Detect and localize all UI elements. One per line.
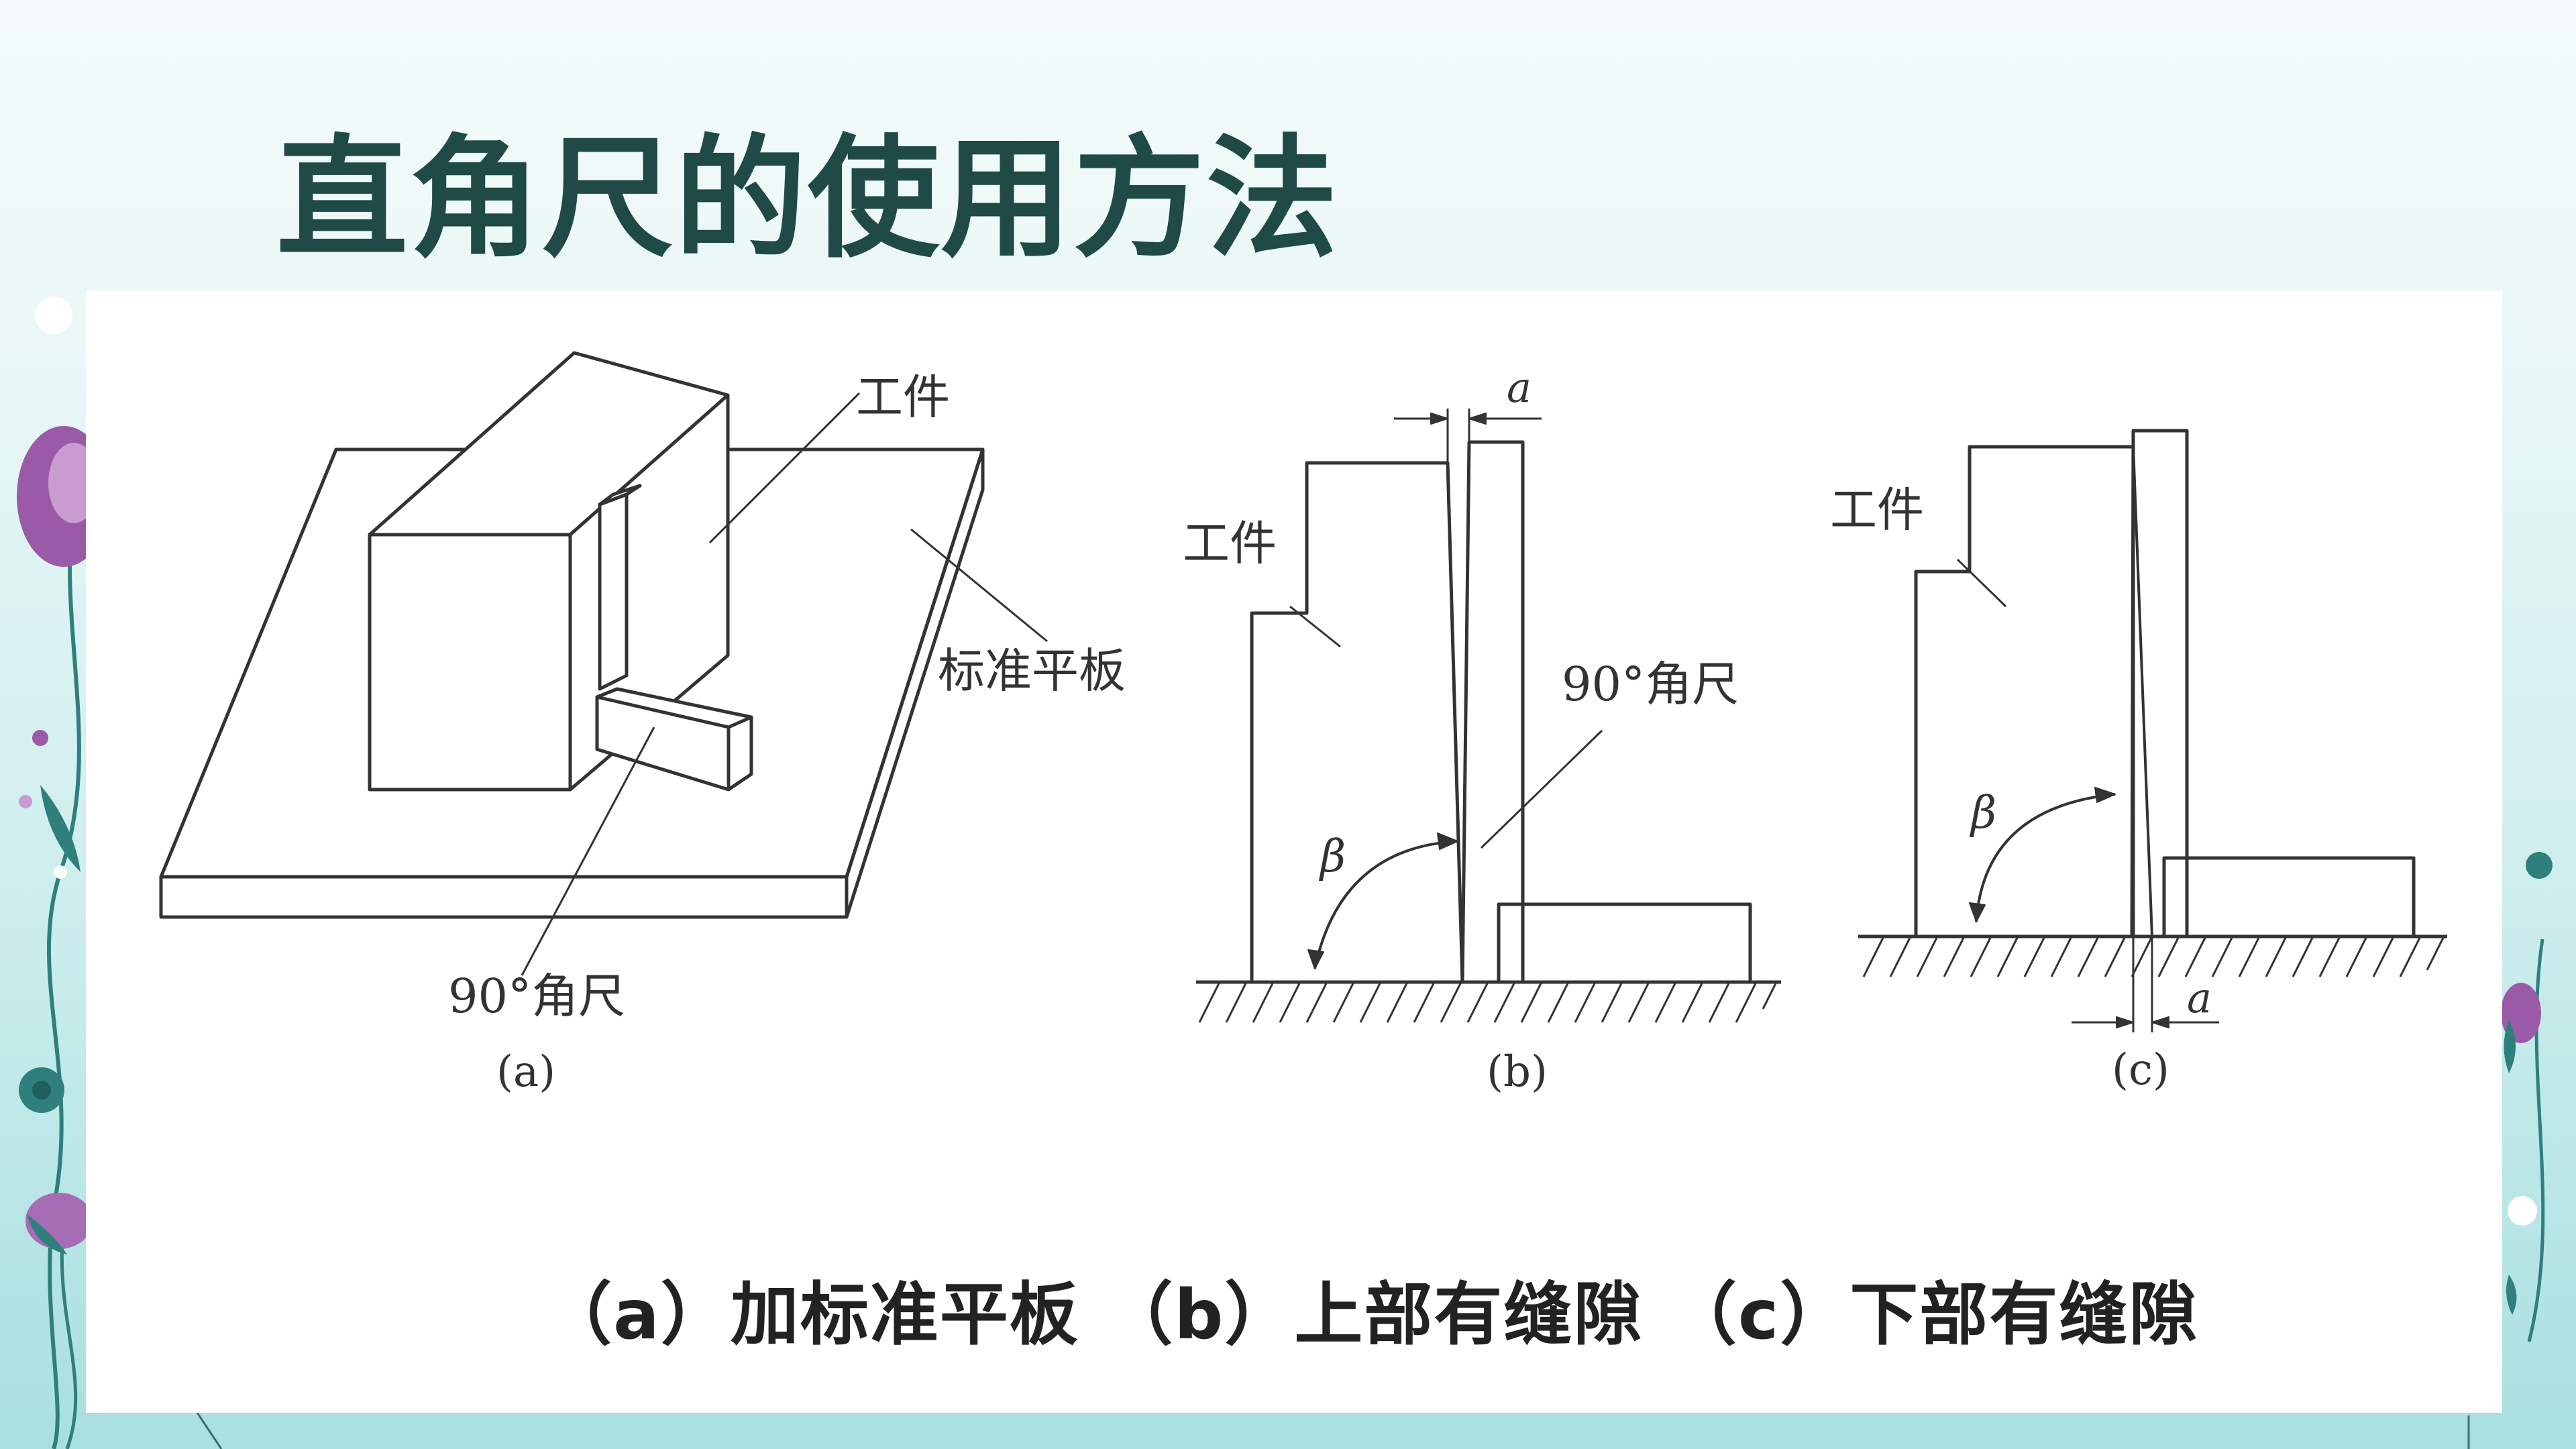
figure-b — [1196, 409, 1781, 1023]
square-base-b — [1497, 902, 1752, 984]
label-square-b: 90°角尺 — [1562, 657, 1739, 712]
figure-caption: （a）加标准平板 （b）上部有缝隙 （c）下部有缝隙 — [543, 1275, 2199, 1355]
workpiece-profile-b — [1250, 461, 1464, 983]
label-workpiece-a: 工件 — [856, 370, 950, 425]
ground-hatch-c — [1862, 936, 2445, 977]
figure-c — [1858, 429, 2447, 1032]
ground-hatch-b — [1198, 981, 1778, 1023]
panel-label-a: (a) — [496, 1047, 555, 1097]
panel-label-b: (b) — [1487, 1047, 1548, 1097]
label-surface-plate: 标准平板 — [938, 643, 1126, 698]
workpiece-profile-c — [1914, 445, 2135, 936]
label-gap-a-c: a — [2187, 973, 2212, 1022]
square-blade-b — [1460, 440, 1525, 984]
label-workpiece-c: 工件 — [1830, 482, 1924, 537]
label-workpiece-b: 工件 — [1183, 516, 1277, 571]
square-blade-c — [2130, 429, 2189, 938]
square-base-c — [2162, 856, 2416, 938]
label-gap-a-b: a — [1507, 363, 1532, 412]
panel-label-c: (c) — [2112, 1045, 2169, 1095]
slide-title: 直角尺的使用方法 — [276, 123, 1340, 276]
square-usage-diagram: 工件 标准平板 90°角尺 (a) a 工件 90°角尺 β (b) 工件 β … — [159, 351, 2447, 1097]
label-beta-c: β — [1969, 787, 1996, 839]
right-floral-decoration — [2501, 852, 2553, 1342]
label-square-a: 90°角尺 — [448, 969, 625, 1024]
square-a — [595, 484, 753, 792]
label-beta-b: β — [1318, 830, 1346, 882]
figure-a — [159, 351, 1048, 976]
